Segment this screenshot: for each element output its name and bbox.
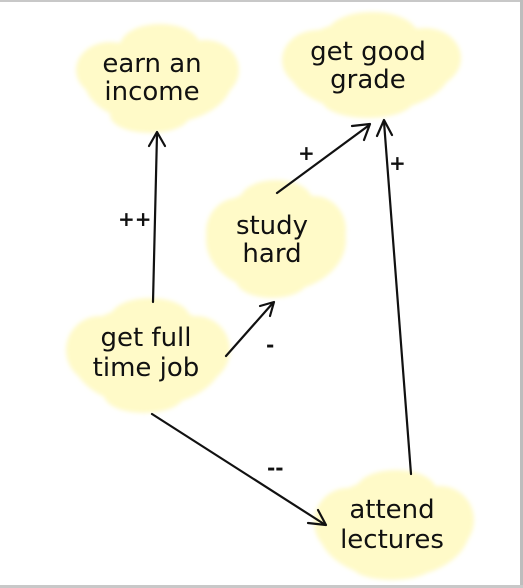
node-good-grade-line2: grade	[330, 65, 406, 95]
scrollbar-edge	[520, 0, 523, 588]
bottom-border	[0, 585, 523, 588]
cloud-earn-income	[76, 24, 239, 133]
edge-job-to-lectures	[150, 412, 328, 527]
node-good-grade: get good grade	[310, 37, 426, 95]
edge-job-to-income	[147, 130, 167, 304]
node-good-grade-line1: get good	[310, 37, 426, 67]
edge-sign-job-lectures: --	[267, 456, 284, 480]
edge-sign-study-grade: +	[298, 141, 315, 165]
cloud-attend-lectures	[314, 470, 474, 580]
node-study-hard-line1: study	[236, 211, 308, 241]
node-earn-income: earn an income	[102, 49, 201, 107]
edge-study-to-grade	[275, 122, 372, 195]
node-earn-income-line1: earn an	[102, 49, 201, 79]
node-full-time-job: get full time job	[93, 323, 200, 383]
node-earn-income-line2: income	[104, 77, 199, 107]
node-full-time-job-line2: time job	[93, 353, 200, 383]
cloud-good-grade	[282, 12, 461, 118]
node-full-time-job-line1: get full	[100, 323, 191, 353]
edge-sign-lectures-grade: +	[389, 151, 406, 175]
node-attend-lectures: attend lectures	[340, 495, 444, 555]
edge-lectures-to-grade	[375, 118, 413, 476]
edge-sign-job-study: -	[266, 333, 274, 357]
cloud-study-hard	[206, 180, 346, 298]
edge-sign-job-income: ++	[118, 207, 152, 231]
node-attend-lectures-line2: lectures	[340, 525, 444, 555]
top-border	[0, 0, 523, 2]
edge-job-to-study	[224, 300, 276, 358]
node-attend-lectures-line1: attend	[349, 495, 434, 525]
node-study-hard: study hard	[236, 211, 308, 269]
node-study-hard-line2: hard	[242, 239, 301, 269]
cloud-full-time-job	[66, 298, 230, 413]
